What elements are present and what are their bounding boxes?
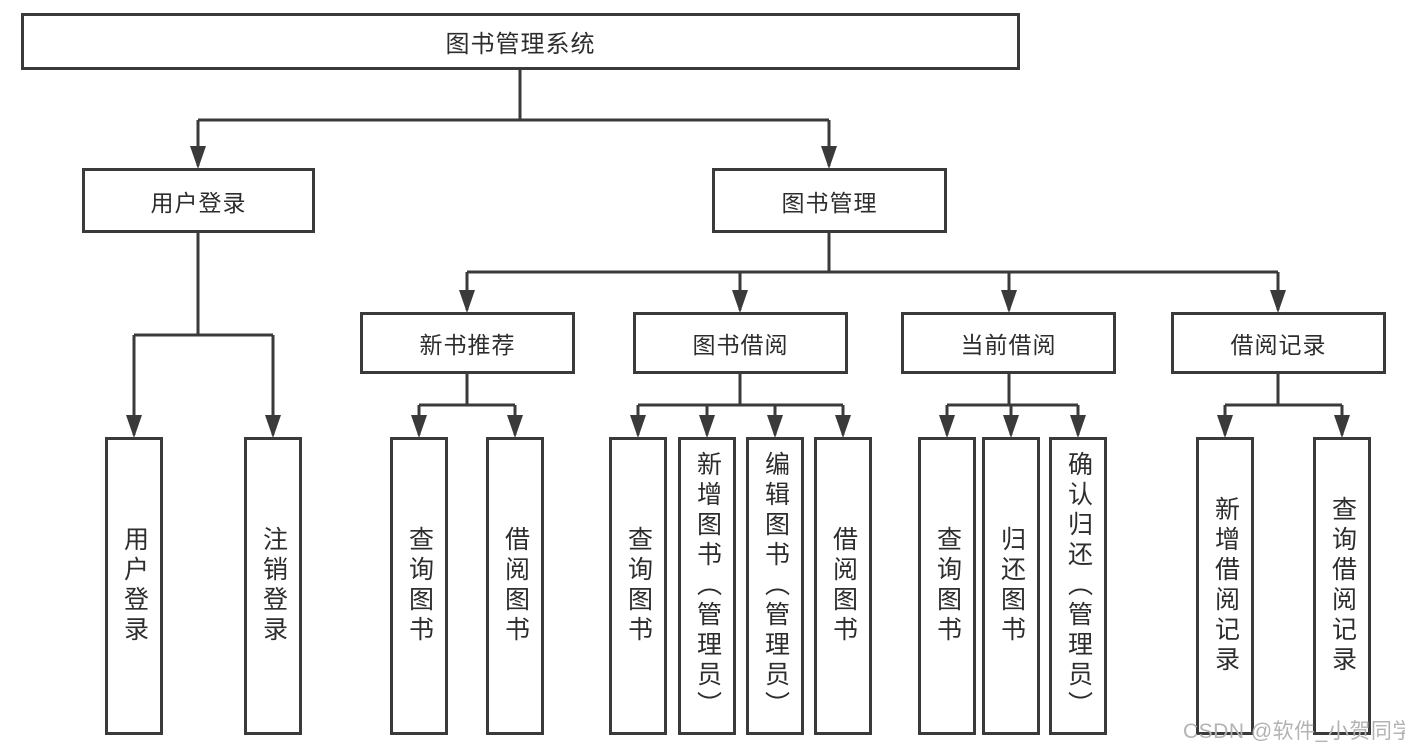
leaf-add-borrow-record: 新增借阅记录 <box>1196 437 1254 735</box>
leaf-edit-book-admin: 编辑图书（管理员） <box>746 437 804 735</box>
leaf-confirm-return-admin: 确认归还（管理员） <box>1049 437 1107 735</box>
csdn-watermark: CSDN @软件_小贺同学 <box>1183 720 1405 743</box>
leaf-query-books-recommend: 查询图书 <box>390 437 448 735</box>
leaf-borrow-books-recommend: 借阅图书 <box>486 437 544 735</box>
leaf-logout: 注销登录 <box>244 437 302 735</box>
node-book-management: 图书管理 <box>712 168 947 233</box>
leaf-user-login: 用户登录 <box>105 437 163 735</box>
leaf-add-book-admin: 新增图书（管理员） <box>678 437 736 735</box>
node-new-book-recommend: 新书推荐 <box>360 312 575 374</box>
node-current-borrow: 当前借阅 <box>901 312 1116 374</box>
node-book-borrow: 图书借阅 <box>633 312 848 374</box>
leaf-return-books: 归还图书 <box>982 437 1040 735</box>
leaf-query-books-borrow: 查询图书 <box>609 437 667 735</box>
leaf-query-books-current: 查询图书 <box>918 437 976 735</box>
node-borrow-records: 借阅记录 <box>1171 312 1386 374</box>
leaf-query-borrow-record: 查询借阅记录 <box>1313 437 1371 735</box>
node-library-system: 图书管理系统 <box>21 13 1020 70</box>
leaf-borrow-books: 借阅图书 <box>814 437 872 735</box>
node-user-login: 用户登录 <box>82 168 315 233</box>
